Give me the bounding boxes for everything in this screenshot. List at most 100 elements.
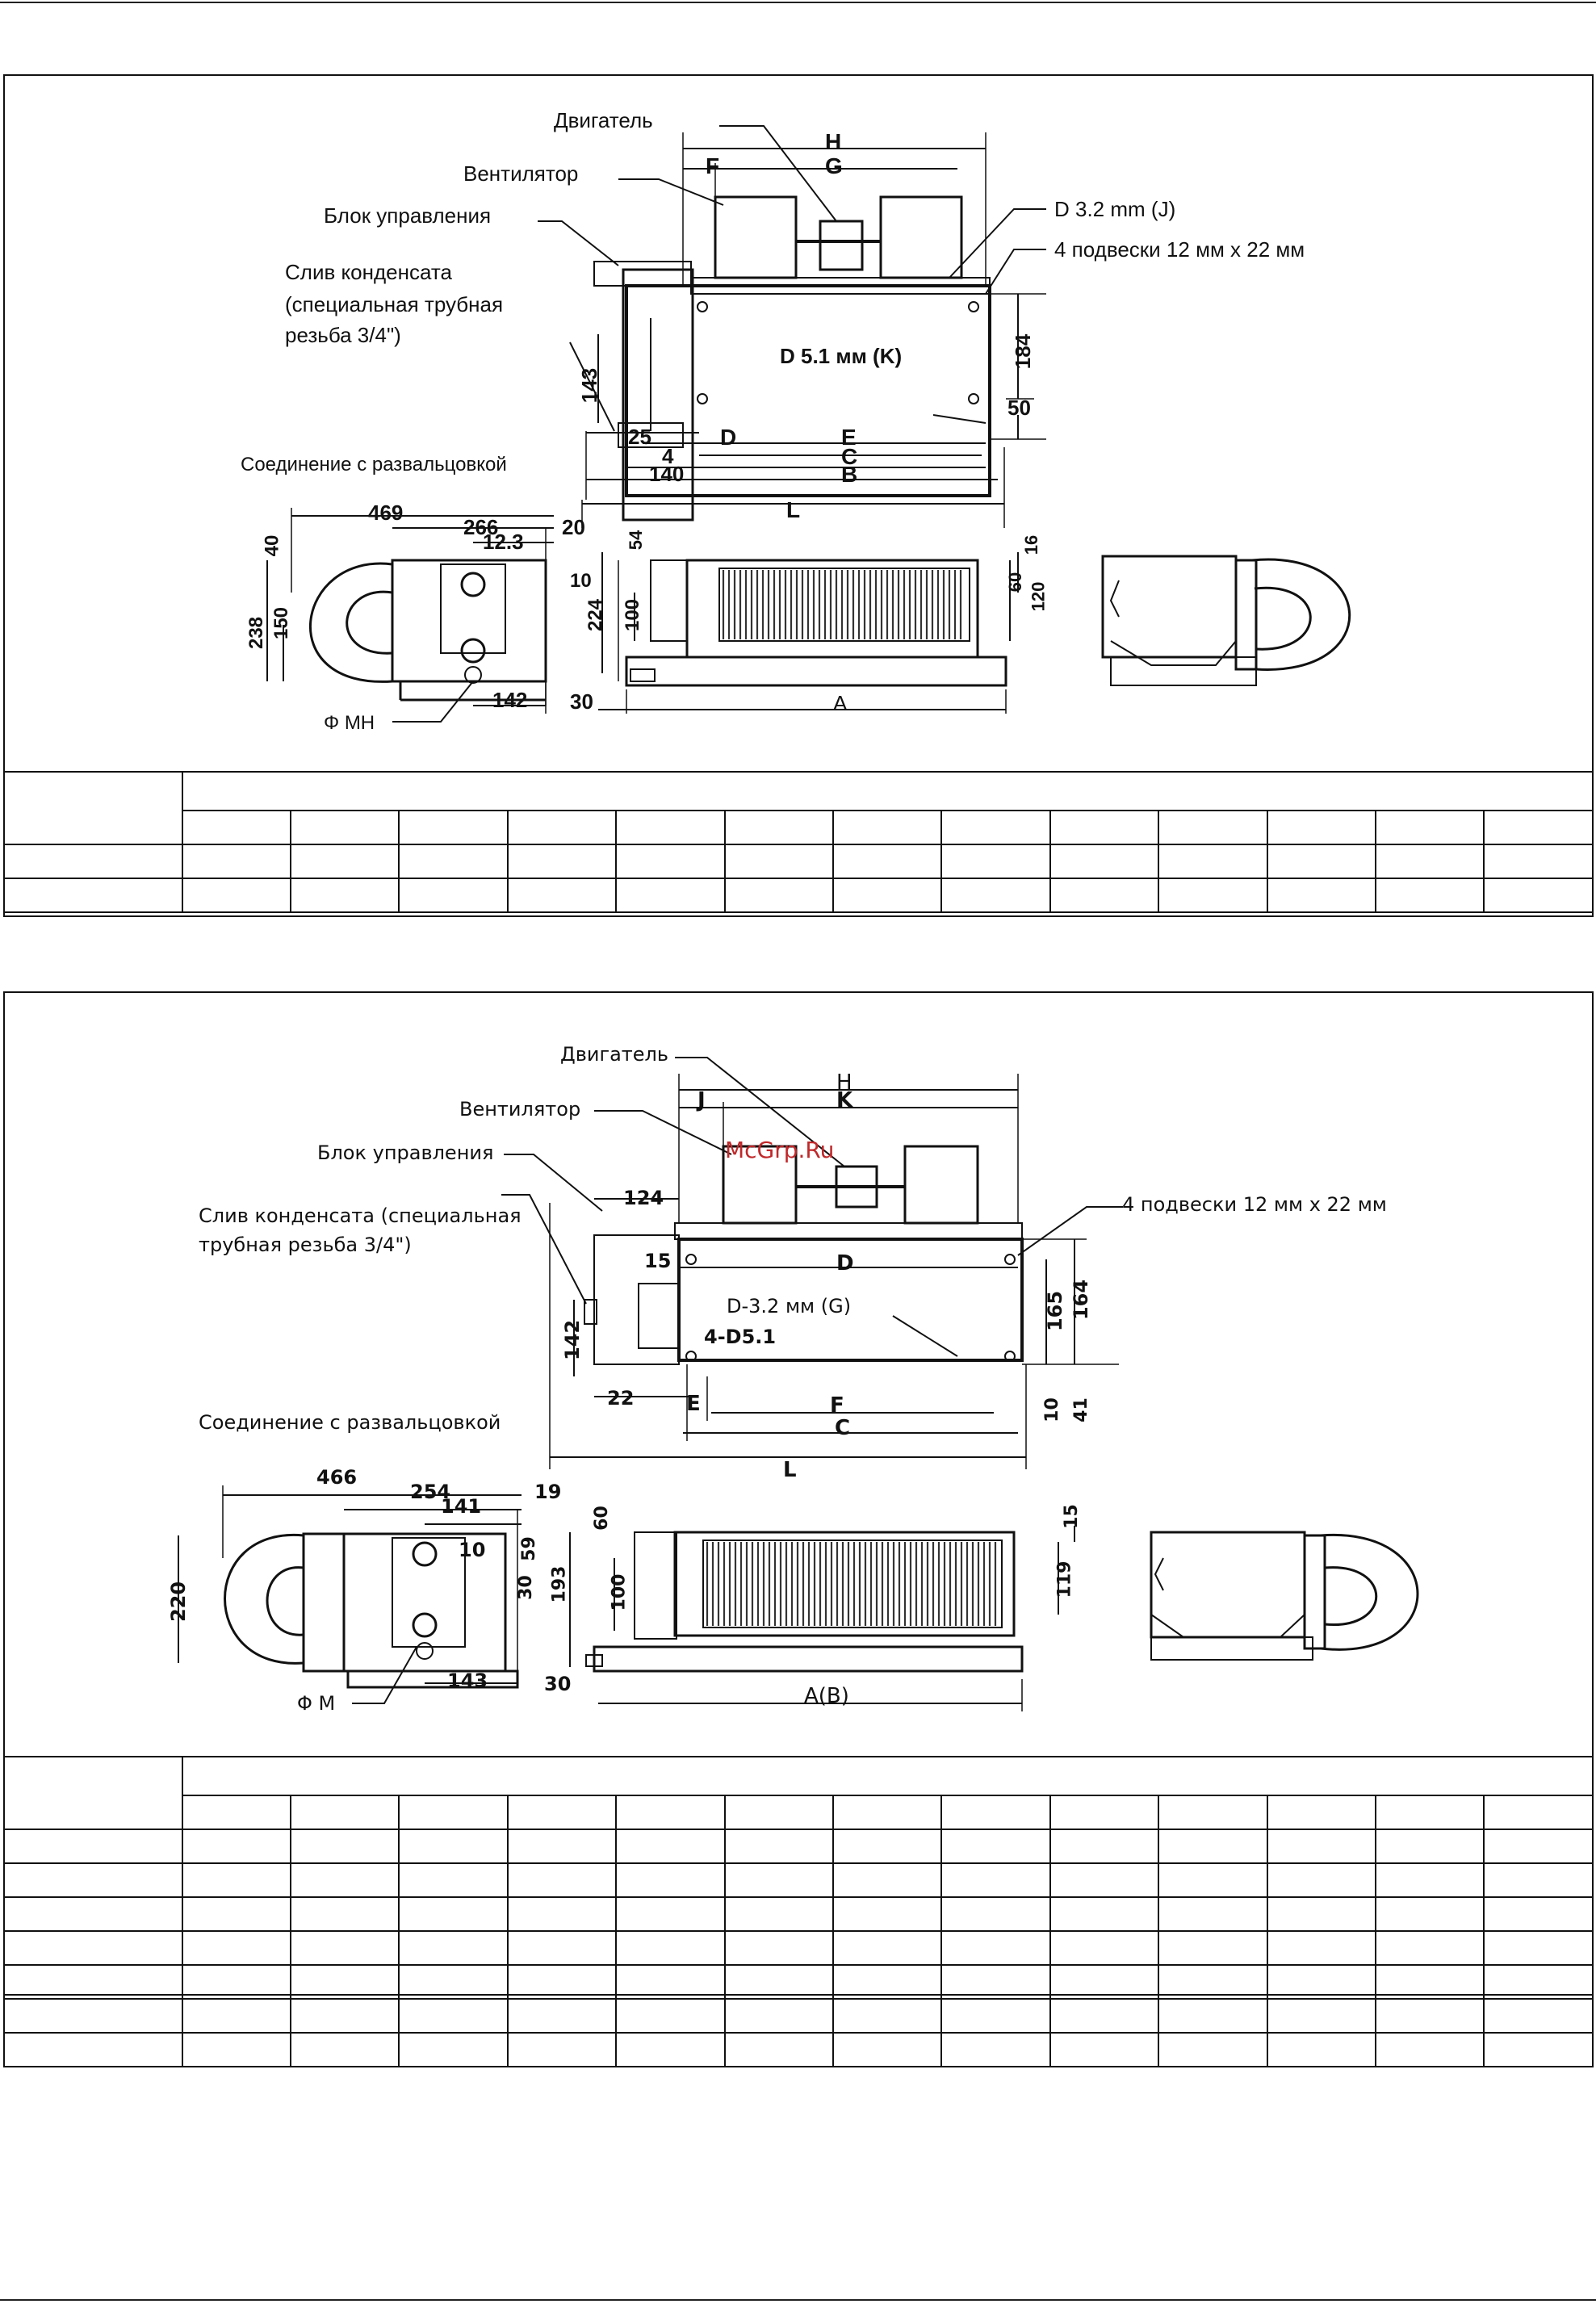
table-row (3, 1998, 1594, 2034)
table-row (3, 1862, 1594, 1898)
dim-letter-f: F (706, 153, 720, 178)
label-control-box: Блок управления (324, 203, 492, 228)
dim-letter-e: E (841, 425, 857, 450)
label-motor: Двигатель (554, 108, 653, 132)
top-rule (0, 2, 1596, 3)
label-drain-2: Слив конденсата (специальная (199, 1204, 522, 1227)
dim-466: 466 (316, 1466, 358, 1489)
label-drain-line2: (специальная трубная (285, 292, 504, 316)
dim-119: 119 (1054, 1560, 1075, 1598)
dim-59: 59 (518, 1536, 539, 1561)
label-drain: Слив конденсата (285, 260, 452, 284)
label-hole-g: D-3.2 мм (G) (727, 1295, 852, 1317)
dim-letter-f-2: F (830, 1393, 844, 1418)
grille-2-bars (706, 1542, 997, 1626)
label-drain-2-line2: трубная резьба 3/4") (199, 1234, 412, 1256)
dim-10-b: 10 (459, 1539, 486, 1561)
dim-12-3: 12.3 (483, 530, 524, 554)
dim-letter-a: A (833, 691, 848, 715)
table-header-cell (3, 1756, 183, 1830)
dim-164: 164 (1070, 1279, 1093, 1321)
dim-143-2: 143 (447, 1669, 488, 1692)
table-header-cell (181, 1756, 1594, 1796)
dim-220: 220 (167, 1581, 191, 1623)
motor (819, 220, 864, 271)
grille-1-bars (722, 570, 962, 639)
dim-letter-d-2: D (836, 1251, 854, 1276)
label-motor-2: Двигатель (560, 1043, 669, 1066)
dim-142-2: 142 (561, 1319, 584, 1361)
dim-224: 224 (584, 598, 607, 632)
dim-19: 19 (534, 1481, 562, 1503)
dim-15-b: 15 (1061, 1504, 1082, 1529)
dim-letter-k: K (836, 1088, 853, 1112)
spec-table-1 (3, 771, 1594, 913)
table-row (3, 878, 1594, 913)
dim-124: 124 (623, 1187, 664, 1209)
label-fan: Вентилятор (463, 161, 579, 186)
table-row (3, 1930, 1594, 1966)
unit-drawing-1 (266, 125, 1351, 723)
dim-40: 40 (261, 534, 283, 557)
dim-15-a: 15 (644, 1250, 672, 1272)
dim-143: 143 (577, 367, 602, 404)
dim-41: 41 (1070, 1397, 1091, 1422)
label-pipe-2: Φ M (297, 1692, 336, 1715)
dim-60-2: 60 (591, 1506, 612, 1531)
table-header-cell (3, 771, 183, 845)
dim-22: 22 (607, 1387, 635, 1410)
table-row (3, 1896, 1594, 1932)
dim-25: 25 (628, 425, 651, 449)
dim-30-a: 30 (515, 1575, 536, 1600)
dim-50: 50 (1007, 396, 1031, 420)
dim-142: 142 (492, 688, 528, 712)
dim-140: 140 (649, 462, 685, 486)
dim-letter-l: L (786, 497, 801, 522)
dim-120: 120 (1028, 581, 1049, 612)
label-hangers: 4 подвески 12 мм х 22 мм (1054, 237, 1305, 262)
fan-left (714, 195, 798, 279)
dim-184: 184 (1011, 333, 1036, 370)
label-pipe: Φ MH (324, 712, 375, 734)
label-flare-2: Соединение с развальцовкой (199, 1411, 501, 1434)
fan-right (879, 195, 963, 279)
dim-266: 266 (463, 515, 499, 539)
table-row (3, 1964, 1594, 2000)
watermark: McGrp.Ru (725, 1137, 835, 1163)
dim-141: 141 (441, 1495, 482, 1518)
unit-body (625, 284, 991, 497)
label-hole-j: D 3.2 mm (J) (1054, 197, 1176, 221)
unit-drawing-2 (178, 1057, 1419, 1711)
dim-254: 254 (410, 1481, 451, 1503)
dim-165: 165 (1044, 1290, 1067, 1332)
dim-letter-g: G (825, 153, 843, 178)
dim-30: 30 (570, 689, 593, 714)
label-drain-line3: резьба 3/4") (285, 323, 401, 347)
table-row (3, 844, 1594, 879)
dim-20: 20 (562, 515, 585, 539)
dim-193: 193 (549, 1565, 570, 1603)
dim-letter-d: D (720, 425, 737, 450)
table-header-cell (181, 771, 1594, 811)
label-flare: Соединение с развальцовкой (241, 454, 507, 475)
dim-60: 60 (1005, 572, 1026, 593)
dim-letter-b: B (841, 462, 858, 487)
table-row (3, 1829, 1594, 1864)
dim-letter-e-2: E (686, 1392, 701, 1416)
dim-150: 150 (270, 606, 293, 640)
dim-54: 54 (626, 530, 647, 551)
dim-letter-c-2: C (835, 1416, 851, 1440)
dim-letter-h-2: H (836, 1070, 852, 1095)
dim-100-2: 100 (609, 1573, 630, 1611)
bottom-rule (0, 2299, 1596, 2301)
dim-30-b: 30 (544, 1673, 572, 1695)
dim-100: 100 (622, 598, 644, 632)
dim-10-a: 10 (1041, 1397, 1062, 1422)
dim-letter-c: C (841, 444, 858, 469)
dim-letter-l-2: L (783, 1458, 797, 1482)
dim-4: 4 (662, 444, 674, 468)
label-control-box-2: Блок управления (317, 1142, 494, 1164)
dim-letter-ab: A(B) (804, 1684, 849, 1708)
dim-letter-h: H (825, 129, 842, 154)
label-hangers-2: 4 подвески 12 мм х 22 мм (1122, 1193, 1387, 1216)
